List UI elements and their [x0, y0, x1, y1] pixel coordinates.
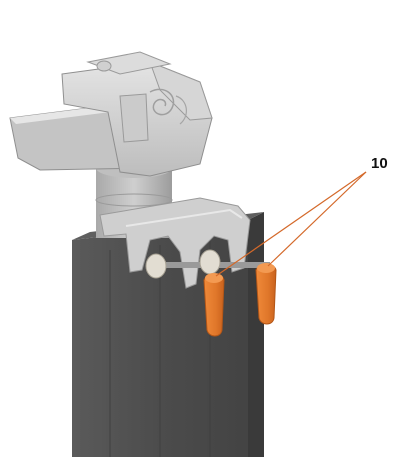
- locking-lever-left: [203, 273, 225, 337]
- locking-lever-right: [255, 263, 277, 325]
- clamp-bracket: [99, 197, 251, 289]
- callout-leader-lines: [215, 171, 367, 277]
- callout-number: 10: [371, 155, 388, 172]
- tilting-head: [9, 51, 213, 177]
